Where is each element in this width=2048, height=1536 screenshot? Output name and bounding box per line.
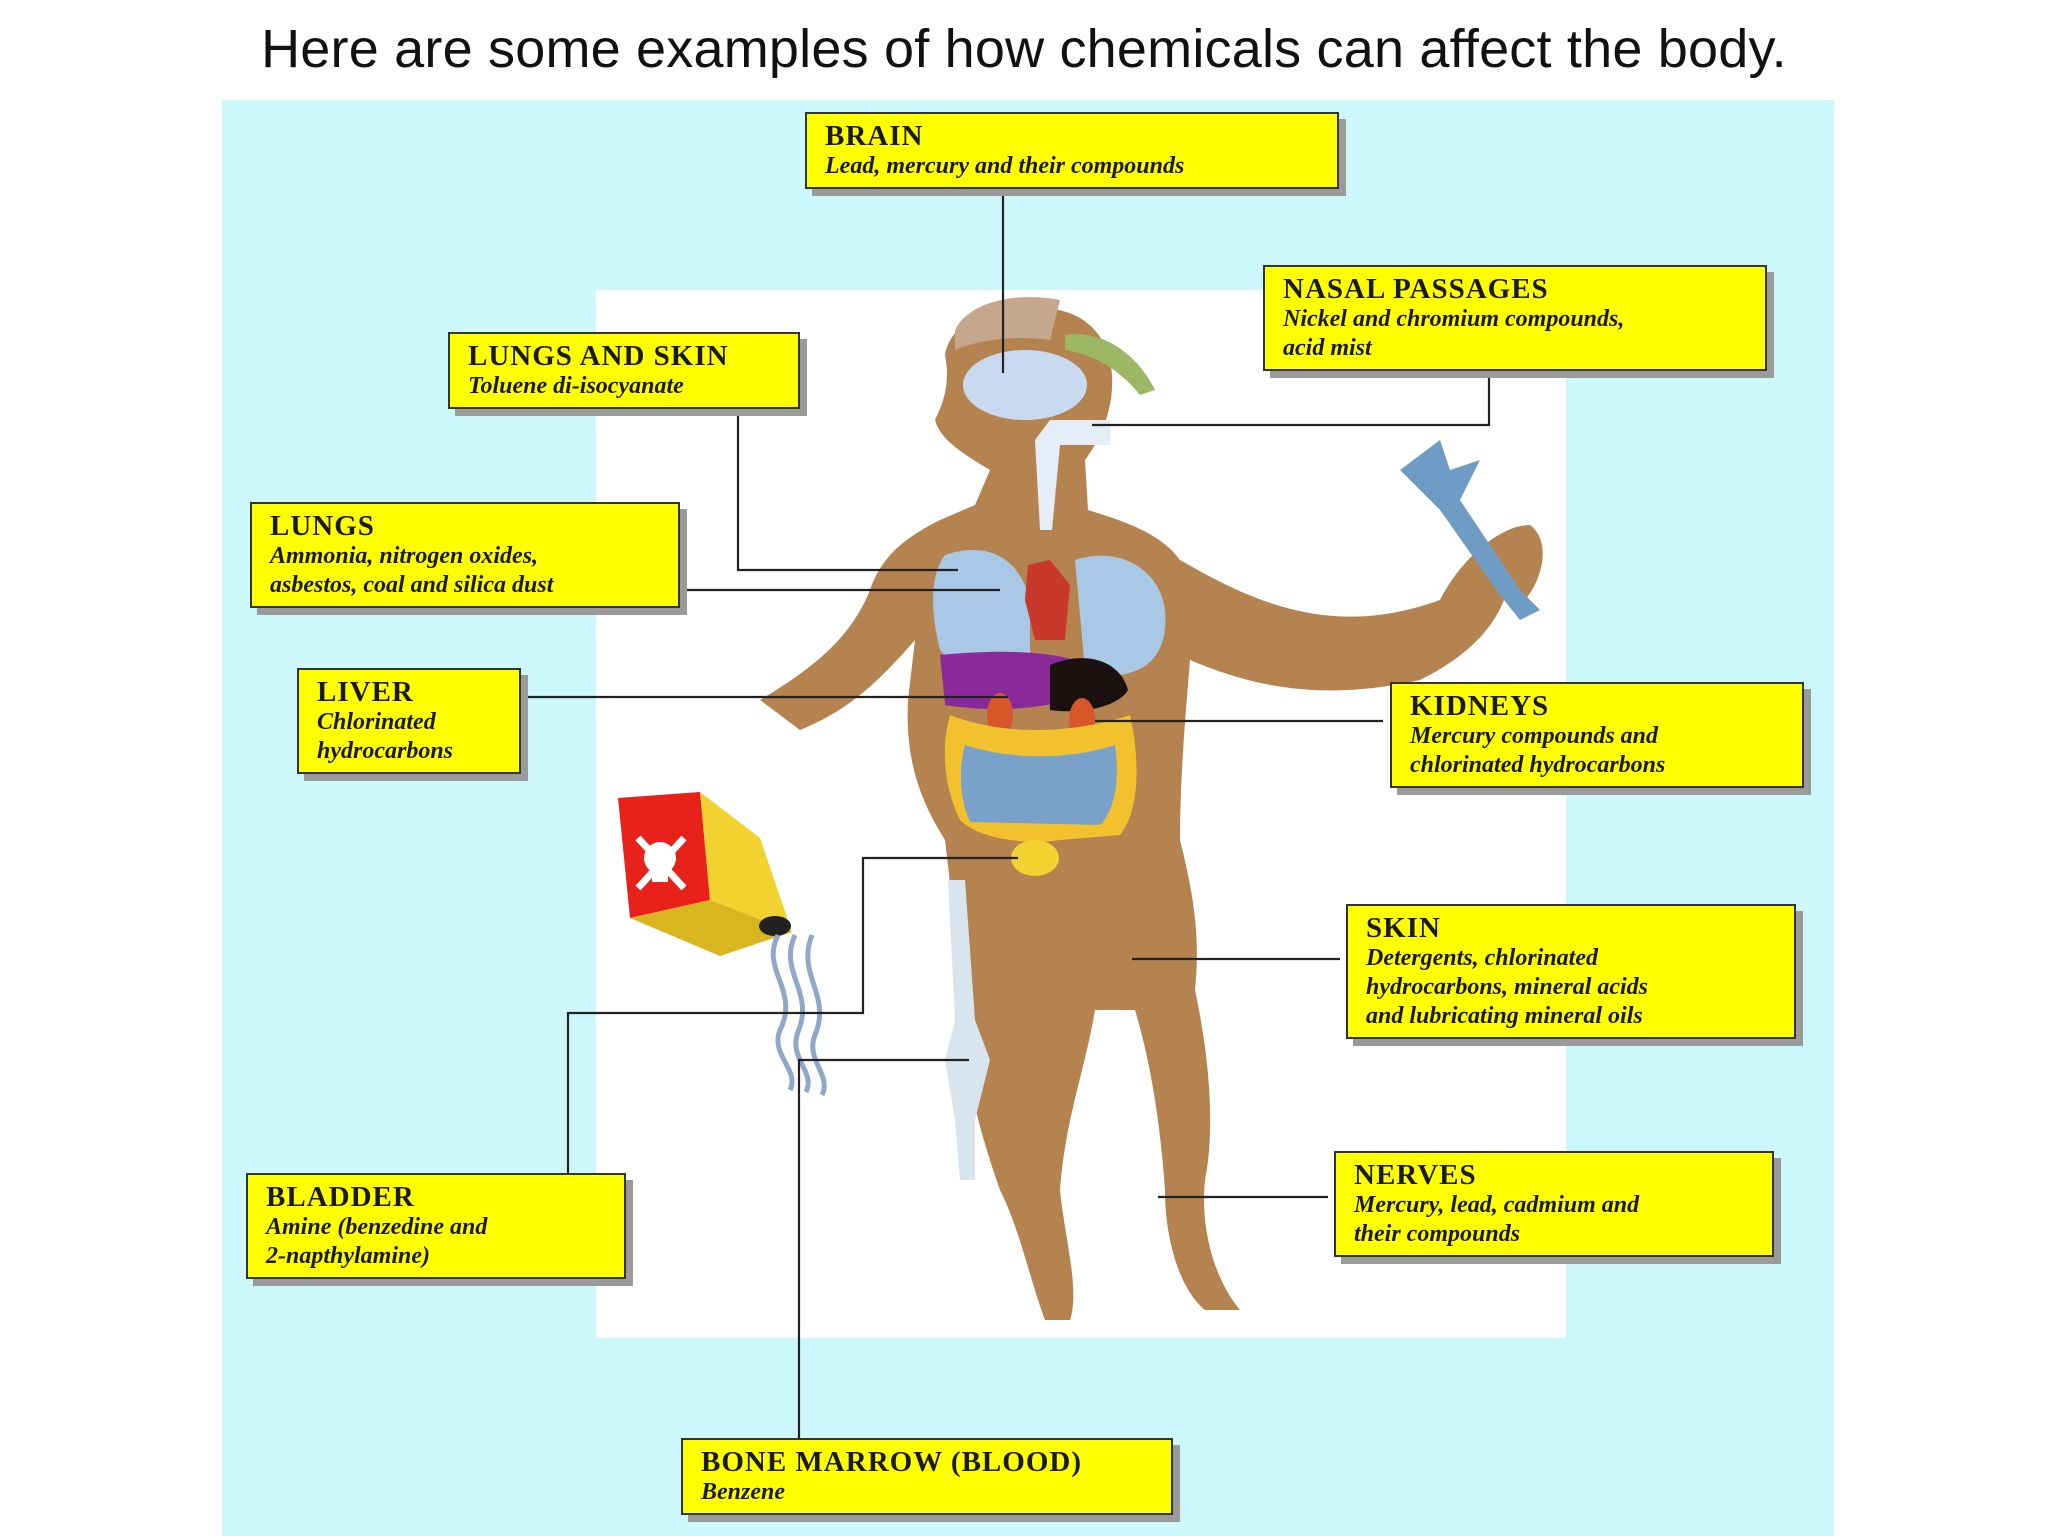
- bone-shape: [945, 880, 990, 1180]
- bladder-shape: [1011, 840, 1059, 876]
- label-kidneys: KIDNEYS Mercury compounds and chlorinate…: [1390, 682, 1804, 788]
- label-nasal-text-2: acid mist: [1283, 335, 1372, 361]
- label-nasal-passages: NASAL PASSAGES Nickel and chromium compo…: [1263, 265, 1767, 371]
- lungs-skin-leader-line: [736, 412, 958, 572]
- label-brain: BRAIN Lead, mercury and their compounds: [805, 112, 1339, 189]
- label-bladder-text-1: Amine (benzedine and: [266, 1214, 488, 1240]
- label-kidneys-title: KIDNEYS: [1410, 690, 1550, 722]
- label-kidneys-text-2: chlorinated hydrocarbons: [1410, 752, 1666, 778]
- label-bladder: BLADDER Amine (benzedine and 2-napthylam…: [246, 1173, 626, 1279]
- label-bone-marrow-title: BONE MARROW (BLOOD): [701, 1446, 1082, 1478]
- label-skin-text-3: and lubricating mineral oils: [1366, 1003, 1643, 1029]
- label-bone-marrow: BONE MARROW (BLOOD) Benzene: [681, 1438, 1173, 1515]
- liver-shape: [940, 651, 1075, 710]
- label-nerves-text-2: their compounds: [1354, 1221, 1521, 1247]
- label-brain-text: Lead, mercury and their compounds: [825, 153, 1185, 179]
- poison-container-icon: [618, 792, 827, 1097]
- label-skin: SKIN Detergents, chlorinated hydrocarbon…: [1346, 904, 1796, 1039]
- label-skin-text-1: Detergents, chlorinated: [1366, 945, 1598, 971]
- label-liver: LIVER Chlorinated hydrocarbons: [297, 668, 521, 774]
- bladder-leader-line: [566, 856, 1018, 1173]
- nasal-leader-line: [1092, 376, 1491, 427]
- label-kidneys-text-1: Mercury compounds and: [1410, 723, 1659, 749]
- label-nerves-text-1: Mercury, lead, cadmium and: [1354, 1192, 1640, 1218]
- label-skin-title: SKIN: [1366, 912, 1441, 944]
- label-liver-title: LIVER: [317, 676, 414, 708]
- label-nerves: NERVES Mercury, lead, cadmium and their …: [1334, 1151, 1774, 1257]
- label-bladder-title: BLADDER: [266, 1181, 415, 1213]
- label-brain-title: BRAIN: [825, 120, 924, 152]
- brain-shape: [963, 350, 1087, 420]
- label-lungs-skin-title: LUNGS AND SKIN: [468, 340, 729, 372]
- label-nasal-title: NASAL PASSAGES: [1283, 273, 1549, 305]
- label-lungs-title: LUNGS: [270, 510, 375, 542]
- label-lungs: LUNGS Ammonia, nitrogen oxides, asbestos…: [250, 502, 680, 608]
- label-lungs-and-skin: LUNGS AND SKIN Toluene di-isocyanate: [448, 332, 800, 409]
- wrench-icon: [1400, 440, 1540, 620]
- label-nerves-title: NERVES: [1354, 1159, 1477, 1191]
- label-lungs-text-2: asbestos, coal and silica dust: [270, 572, 554, 598]
- label-liver-text-2: hydrocarbons: [317, 738, 454, 764]
- page-title: Here are some examples of how chemicals …: [261, 19, 1787, 79]
- label-liver-text-1: Chlorinated: [317, 709, 436, 735]
- label-skin-text-2: hydrocarbons, mineral acids: [1366, 974, 1649, 1000]
- lungs-shape: [933, 550, 1030, 675]
- label-bone-marrow-text: Benzene: [701, 1479, 785, 1505]
- label-lungs-text-1: Ammonia, nitrogen oxides,: [270, 543, 539, 569]
- label-lungs-skin-text: Toluene di-isocyanate: [468, 373, 684, 399]
- kidneys-shape: [987, 693, 1013, 737]
- bone-marrow-leader-line: [797, 1058, 969, 1438]
- label-nasal-text-1: Nickel and chromium compounds,: [1283, 306, 1625, 332]
- label-bladder-text-2: 2-napthylamine): [266, 1243, 431, 1269]
